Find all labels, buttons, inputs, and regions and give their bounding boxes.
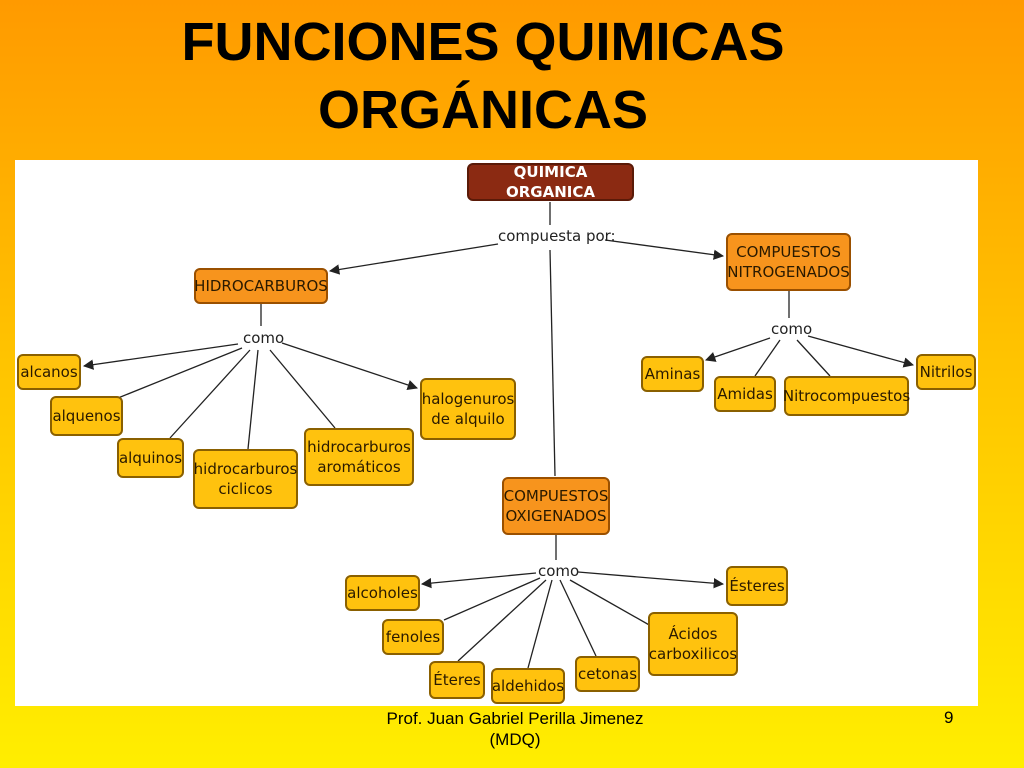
node-ciclicos-label-2: ciclicos: [218, 480, 273, 498]
node-fenoles: fenoles: [382, 619, 444, 655]
page-number: 9: [944, 708, 954, 727]
node-amidas: Amidas: [714, 376, 776, 412]
footer-affiliation: (MDQ): [489, 730, 541, 749]
node-alcoholes-label: alcoholes: [347, 584, 418, 602]
node-alquenos-label: alquenos: [52, 407, 121, 425]
node-aminas: Aminas: [641, 356, 704, 392]
node-eteres: Éteres: [429, 661, 485, 699]
node-esteres-label: Ésteres: [729, 577, 785, 595]
slide-footer: Prof. Juan Gabriel Perilla Jimenez (MDQ): [340, 708, 690, 750]
node-nitrocompuestos: Nitrocompuestos: [782, 376, 911, 416]
node-hidrocarburos-label: HIDROCARBUROS: [194, 277, 328, 295]
node-aminas-label: Aminas: [644, 365, 701, 383]
node-compuestos-oxigenados: COMPUESTOS OXIGENADOS: [502, 477, 610, 535]
node-nitrogenados-label-2: NITROGENADOS: [727, 263, 850, 281]
node-alquenos: alquenos: [50, 396, 123, 436]
node-acidos-label-2: carboxilicos: [648, 645, 738, 663]
node-alcanos-label: alcanos: [20, 363, 78, 381]
slide-title-line-2: ORGÁNICAS: [317, 80, 648, 140]
node-nitrocompuestos-label: Nitrocompuestos: [782, 387, 911, 405]
node-hidrocarburos-ciclicos: hidrocarburos ciclicos: [193, 449, 298, 509]
node-nitrilos-label: Nitrilos: [919, 363, 973, 381]
node-eteres-label: Éteres: [433, 671, 481, 689]
connector-como-hidrocarburos: como: [243, 329, 285, 347]
node-nitrogenados-label-1: COMPUESTOS: [736, 243, 841, 261]
node-amidas-label: Amidas: [717, 385, 773, 403]
slide-title: FUNCIONES QUIMICAS ORGÁNICAS: [0, 8, 966, 144]
node-aromaticos-label-2: aromáticos: [317, 458, 401, 476]
slide-title-line-1: FUNCIONES QUIMICAS: [181, 12, 785, 72]
node-alcoholes: alcoholes: [345, 575, 420, 611]
node-acidos-label-1: Ácidos: [668, 625, 718, 643]
node-alquinos: alquinos: [117, 438, 184, 478]
node-aldehidos-label: aldehidos: [491, 677, 565, 695]
node-aldehidos: aldehidos: [491, 668, 565, 704]
node-ciclicos-label-1: hidrocarburos: [193, 460, 298, 478]
node-oxigenados-label-2: OXIGENADOS: [505, 507, 607, 525]
node-halogenuros-label-1: halogenuros: [421, 390, 515, 408]
node-halogenuros-de-alquilo: halogenuros de alquilo: [420, 378, 516, 440]
node-alquinos-label: alquinos: [118, 449, 183, 467]
connector-como-oxigenados: como: [538, 562, 580, 580]
node-halogenuros-label-2: de alquilo: [431, 410, 505, 428]
node-cetonas: cetonas: [575, 656, 640, 692]
node-aromaticos-label-1: hidrocarburos: [307, 438, 411, 456]
node-quimica-organica: QUIMICA ORGANICA: [467, 163, 634, 201]
node-oxigenados-label-1: COMPUESTOS: [503, 487, 609, 505]
node-cetonas-label: cetonas: [577, 665, 638, 683]
node-hidrocarburos: HIDROCARBUROS: [194, 268, 328, 304]
connector-compuesta-por: compuesta por:: [498, 227, 616, 245]
connector-como-nitrogenados: como: [771, 320, 813, 338]
node-esteres: Ésteres: [726, 566, 788, 606]
node-hidrocarburos-aromaticos: hidrocarburos aromáticos: [304, 428, 414, 486]
node-compuestos-nitrogenados: COMPUESTOS NITROGENADOS: [726, 233, 851, 291]
node-fenoles-label: fenoles: [385, 628, 441, 646]
node-alcanos: alcanos: [17, 354, 81, 390]
node-quimica-organica-label: QUIMICA ORGANICA: [506, 163, 595, 201]
footer-author: Prof. Juan Gabriel Perilla Jimenez: [386, 709, 644, 728]
node-nitrilos: Nitrilos: [916, 354, 976, 390]
node-acidos-carboxilicos: Ácidos carboxilicos: [648, 612, 738, 676]
